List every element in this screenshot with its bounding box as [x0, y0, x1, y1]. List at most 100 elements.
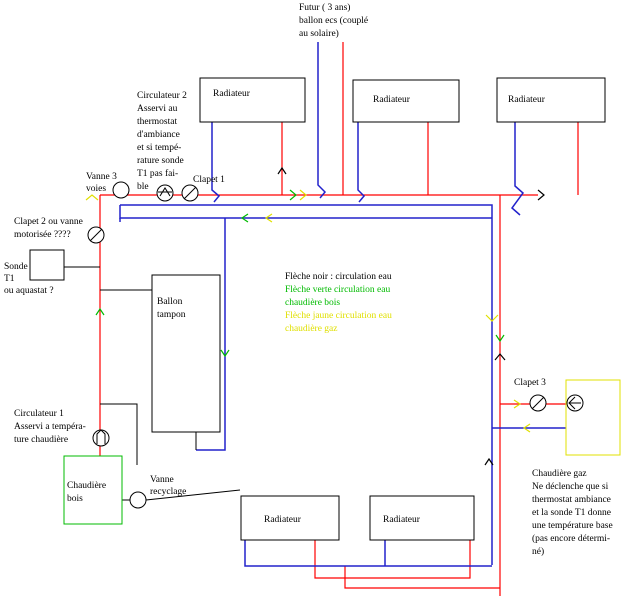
arrow-black-up-rad1	[277, 166, 287, 175]
arrow-black-right-header	[537, 189, 545, 201]
label-chaudiere-gaz-1: Chaudière gaz	[532, 469, 587, 479]
legend-green-1: Flèche verte circulation eau	[285, 285, 390, 295]
arrow-green-return	[240, 213, 249, 223]
arrow-yellow-riser	[85, 194, 99, 201]
clapet-3-flap	[531, 396, 545, 410]
arrow-yellow-gas-in	[522, 423, 531, 433]
bottom-rad-red-feed	[344, 566, 500, 589]
legend: Flèche noir : circulation eau Flèche ver…	[285, 272, 392, 334]
label-circulateur2-6: rature sonde	[137, 156, 184, 166]
circulateur-2-icon	[156, 184, 174, 202]
clapet-2-flap	[89, 228, 103, 242]
label-circulateur1-3: ture chaudière	[14, 435, 68, 445]
arrow-yellow-gas-out	[513, 399, 522, 409]
valves	[87, 181, 584, 509]
label-clapet2-2: motorisée ????	[14, 230, 71, 240]
label-sonde-2: T1	[4, 274, 15, 284]
bottom-rad-red-loop	[314, 540, 471, 579]
arrow-green-right	[495, 334, 505, 343]
ballon-tampon	[151, 274, 221, 433]
radiators	[199, 77, 606, 541]
label-vanne3-2: voies	[86, 184, 106, 194]
label-chaudiere-gaz-7: né)	[532, 546, 544, 557]
flow-arrows	[85, 166, 545, 466]
label-radiateur-bottom-2: Radiateur	[383, 515, 421, 525]
arrow-black-up-right	[484, 457, 494, 466]
label-chaudiere-gaz-4: et la sonde T1 donne	[532, 508, 611, 518]
label-circulateur2-1: Circulateur 2	[137, 91, 187, 101]
label-chaudiere-bois-1: Chaudière	[67, 481, 106, 491]
chaudiere-bois-box	[63, 455, 123, 525]
label-circulateur2-4: d'ambiance	[137, 130, 180, 140]
label-ballon-2: tampon	[157, 310, 186, 320]
legend-black: Flèche noir : circulation eau	[285, 272, 392, 282]
label-circulateur2-5: et si tempé-	[137, 143, 181, 153]
label-vanne-recyclage-2: recyclage	[150, 487, 186, 497]
radiateur-top-1	[199, 77, 306, 123]
black-lines	[64, 266, 241, 501]
arrow-yellow-right	[485, 314, 499, 322]
label-clapet2-1: Clapet 2 ou vanne	[14, 217, 83, 227]
sonde-box	[29, 249, 65, 281]
label-futur-1: Futur ( 3 ans)	[299, 2, 350, 13]
label-sonde-1: Sonde	[4, 262, 28, 272]
chaudiere-gaz-box	[565, 379, 621, 456]
label-radiateur-bottom-1: Radiateur	[264, 515, 302, 525]
label-radiateur-top-3: Radiateur	[508, 95, 546, 105]
recyclage-return-link	[145, 489, 241, 501]
circ1-link	[100, 403, 138, 465]
legend-green-2: chaudière bois	[285, 298, 340, 308]
vanne-3-voies-icon	[112, 181, 130, 199]
label-radiateur-top-1: Radiateur	[213, 89, 251, 99]
label-chaudiere-gaz-2: Ne déclenche que si	[532, 482, 609, 492]
arrow-black-up-gas	[494, 353, 506, 361]
arrow-green-ballon	[220, 349, 230, 358]
label-chaudiere-bois-2: bois	[67, 494, 83, 504]
radiateur-top-2	[352, 79, 460, 123]
label-circulateur2-7: T1 pas fai-	[137, 168, 178, 179]
vanne-recyclage-icon	[129, 491, 147, 509]
rad1-blue	[211, 122, 221, 203]
label-chaudiere-gaz-5: une température base	[532, 521, 613, 531]
label-clapet1: Clapet 1	[193, 175, 225, 185]
arrow-yellow-return	[264, 213, 273, 223]
circulateur-1-arrow	[96, 429, 106, 444]
radiateur-top-3	[496, 77, 606, 123]
gas-circulator-arrow	[568, 396, 581, 410]
label-vanne-recyclage-1: Vanne	[150, 475, 174, 485]
blue-pipes	[119, 42, 568, 567]
future-ecs-blue	[317, 42, 327, 199]
rad2-blue	[357, 122, 366, 203]
arrow-yellow-header	[299, 189, 307, 201]
label-vanne3-1: Vanne 3	[86, 172, 117, 182]
label-chaudiere-gaz-6: (pas encore détermi-	[532, 533, 610, 544]
label-futur-2: ballon ecs (couplé	[299, 15, 368, 26]
ballon-blue	[196, 218, 226, 451]
arrow-green-riser	[95, 307, 105, 316]
arrow-green-header	[289, 189, 297, 201]
label-clapet3: Clapet 3	[514, 378, 546, 388]
return-header-blue	[119, 205, 492, 219]
legend-yellow-2: chaudière gaz	[285, 324, 337, 334]
label-circulateur2-8: ble	[137, 182, 149, 192]
label-sonde-3: ou aquastat ?	[4, 286, 54, 296]
label-futur-3: au solaire)	[299, 28, 339, 39]
labels: Futur ( 3 ans) ballon ecs (couplé au sol…	[4, 2, 613, 557]
label-circulateur1-1: Circulateur 1	[14, 409, 64, 419]
bottom-rad-blue	[244, 540, 492, 567]
circulateur-2-arrow	[158, 187, 172, 197]
label-chaudiere-gaz-3: thermostat ambiance	[532, 495, 611, 505]
label-circulateur2-2: Asservi au	[137, 104, 178, 114]
rad3-blue	[510, 122, 525, 216]
circulateur-1-icon	[92, 429, 110, 447]
radiateur-bottom-2	[369, 495, 475, 541]
clapet-1-flap	[183, 186, 197, 200]
label-radiateur-top-2: Radiateur	[373, 95, 411, 105]
return-right-blue	[120, 204, 493, 565]
label-ballon-1: Ballon	[157, 297, 183, 307]
label-circulateur2-3: thermostat	[137, 117, 177, 127]
label-circulateur1-2: Asservi a tempéra-	[14, 422, 86, 432]
radiateur-bottom-1	[240, 495, 340, 541]
